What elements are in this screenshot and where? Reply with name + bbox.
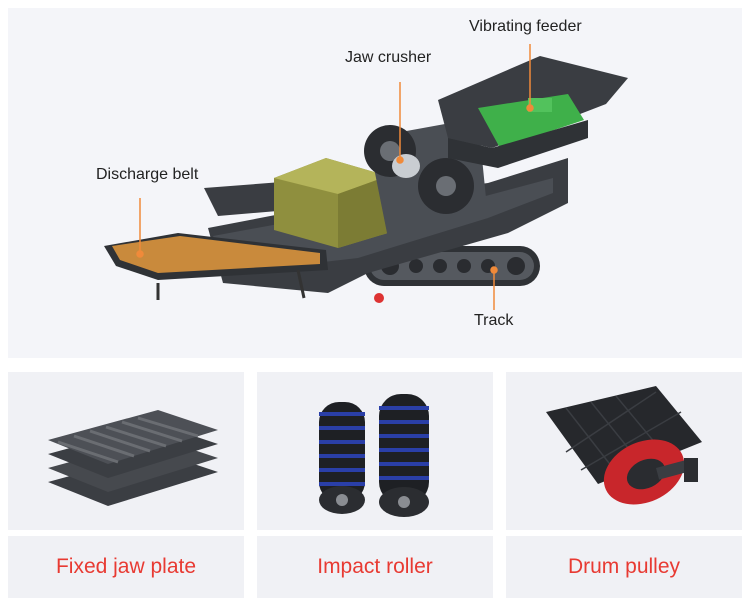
part-photo [8, 372, 244, 530]
label-track: Track [474, 312, 514, 329]
mobile-crusher-illustration [104, 44, 628, 310]
vibrating-feeder-illustration [438, 56, 628, 168]
machine-illustration-panel: Vibrating feeder Jaw crusher Discharge b… [8, 8, 742, 358]
jaw-plate-icon [48, 410, 218, 506]
part-caption-drum-pulley: Drum pulley [506, 536, 742, 598]
part-card-impact-roller: Impact roller [257, 372, 493, 604]
part-caption-fixed-jaw-plate: Fixed jaw plate [8, 536, 244, 598]
drum-pulley-icon [546, 386, 702, 505]
label-jaw-crusher: Jaw crusher [345, 49, 432, 66]
power-pack-illustration [274, 158, 388, 248]
part-photo [506, 372, 742, 530]
label-discharge-belt: Discharge belt [96, 166, 199, 183]
part-card-fixed-jaw-plate: Fixed jaw plate [8, 372, 244, 604]
part-card-drum-pulley: Drum pulley [506, 372, 742, 604]
parts-row: Fixed jaw plate [8, 372, 742, 604]
label-vibrating-feeder: Vibrating feeder [469, 18, 582, 35]
part-photo [257, 372, 493, 530]
callout-lines [136, 44, 534, 310]
part-caption-impact-roller: Impact roller [257, 536, 493, 598]
impact-roller-icon [319, 394, 429, 517]
